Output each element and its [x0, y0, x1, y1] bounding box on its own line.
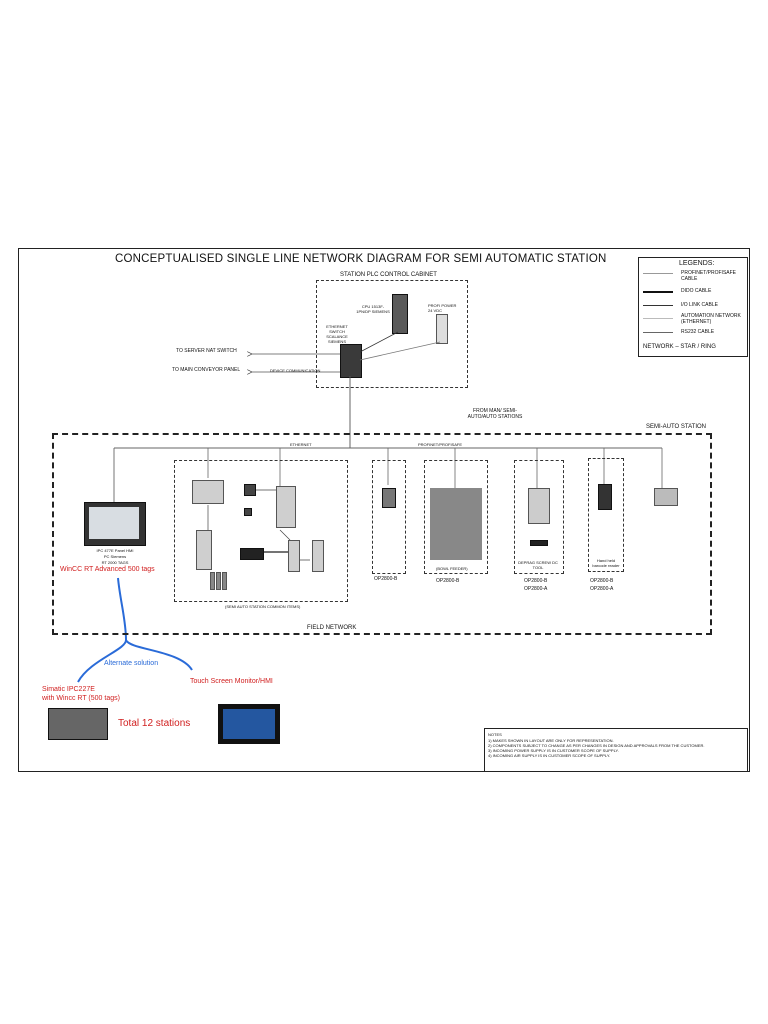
simatic-ipc-image — [48, 708, 108, 740]
semi-auto-station-label: SEMI-AUTO STATION — [646, 424, 707, 430]
legend-line-automation — [643, 318, 673, 319]
hmi-line1: IPC 477E Panel HMI — [96, 548, 134, 553]
op1-box — [372, 460, 406, 574]
io-block-1 — [192, 480, 224, 504]
power-supply-module — [436, 314, 448, 344]
note-2: 2) COMPONENTS SUBJECT TO CHANGE AS PER C… — [488, 743, 705, 748]
cpu-label: CPU 1513F-1PN/DP SIEMENS — [356, 304, 390, 314]
screw-controller — [528, 488, 550, 524]
profinet-label: PROFINET/PROFISAFE — [418, 442, 463, 447]
op4-label-b: OP2800-B — [590, 578, 614, 584]
field-network-label: FIELD NETWORK — [307, 625, 357, 631]
stack-light-1 — [210, 572, 215, 590]
legend-line-iolink — [643, 305, 673, 306]
io-block-5 — [312, 540, 324, 572]
op2-box — [424, 460, 488, 574]
op3-caption: DEPRAG SCREW DC TOOL — [518, 560, 558, 570]
camera-icon — [244, 484, 256, 496]
legend-item-profinet: PROFINET/PROFISAFE CABLE — [681, 270, 737, 282]
device-comm-label: DEVICE COMMUNICATION — [270, 368, 321, 373]
stack-light-2 — [216, 572, 221, 590]
screw-tool — [530, 540, 548, 546]
server-switch-label: TO SERVER NAT SWITCH — [176, 348, 237, 354]
wincc-label: WinCC RT Advanced 500 tags — [60, 566, 155, 573]
legend-network: NETWORK – STAR / RING — [643, 344, 716, 350]
bowl-feeder-image — [430, 488, 482, 560]
op4-label-a: OP2800-A — [590, 586, 614, 592]
note-3: 3) INCOMING POWER SUPPLY IS IN CUSTOMER … — [488, 748, 619, 753]
plc-cpu-module — [392, 294, 408, 334]
common-items-box — [174, 460, 348, 602]
common-items-label: (SEMI AUTO STATION COMMON ITEMS) — [225, 604, 301, 609]
notes-box: NOTES 1) MAKES SHOWN IN LAYOUT ARE ONLY … — [484, 728, 748, 772]
legend-line-dido — [643, 291, 673, 293]
power-supply-label: PROFI POWER 24 VDC — [428, 303, 457, 313]
legend-line-profinet — [643, 273, 673, 274]
op1-label: OP2800-B — [374, 576, 398, 582]
hmi-line2: PC Siemens — [103, 554, 127, 559]
op2-label: OP2800-B — [436, 578, 460, 584]
plc-cabinet-label: STATION PLC CONTROL CABINET — [338, 272, 439, 279]
sensor-icon — [244, 508, 252, 516]
semi-auto-station-boundary — [52, 433, 712, 635]
io-block-2 — [196, 530, 212, 570]
hmi-screen — [89, 507, 139, 539]
diagram-title: CONCEPTUALISED SINGLE LINE NETWORK DIAGR… — [115, 253, 607, 265]
hmi-panel — [84, 502, 146, 546]
legend-box: LEGENDS: PROFINET/PROFISAFE CABLE DIDO C… — [638, 257, 748, 357]
switch-label: ETHERNET SWITCH SCALANCE SIEMENS — [326, 324, 348, 344]
diagram-sheet — [18, 248, 750, 772]
simatic-label-2: with Wincc RT (500 tags) — [42, 695, 120, 702]
legend-line-rs232 — [643, 332, 673, 333]
hmi-line3: RT 2000 TAGS — [101, 560, 129, 565]
touch-screen-display — [223, 709, 275, 739]
op3-label-b: OP2800-B — [524, 578, 548, 584]
touch-screen-label: Touch Screen Monitor/HMI — [190, 678, 273, 685]
plc-control-cabinet — [316, 280, 468, 388]
estop-device — [382, 488, 396, 508]
barcode-reader — [598, 484, 612, 510]
op4-caption: Hand held barcode reader — [592, 558, 620, 568]
legend-item-iolink: I/O LINK CABLE — [681, 302, 718, 308]
op3-box — [514, 460, 564, 574]
op4-box — [588, 458, 624, 572]
alternate-solution-label: Alternate solution — [104, 660, 159, 667]
legend-item-dido: DIDO CABLE — [681, 288, 712, 294]
op2-caption: (BOWL FEEDER) — [436, 566, 468, 571]
notes-title: NOTES — [488, 732, 502, 737]
printer-device — [654, 488, 678, 506]
op3-label-a: OP2800-A — [524, 586, 548, 592]
conveyor-label: TO MAIN CONVEYOR PANEL — [172, 367, 241, 373]
io-block-4 — [288, 540, 300, 572]
total-stations-label: Total 12 stations — [118, 718, 191, 729]
touch-screen-image — [218, 704, 280, 744]
stack-light-3 — [222, 572, 227, 590]
note-1: 1) MAKES SHOWN IN LAYOUT ARE ONLY FOR RE… — [488, 738, 614, 743]
note-4: 4) INCOMING AIR SUPPLY IS IN CUSTOMER SC… — [488, 753, 611, 758]
ethernet-switch — [340, 344, 362, 378]
relay-module — [240, 548, 264, 560]
from-stations-label: FROM MAN/ SEMI-AUTO/AUTO STATIONS — [467, 408, 523, 420]
legend-item-rs232: RS232 CABLE — [681, 329, 715, 335]
io-block-3 — [276, 486, 296, 528]
simatic-label-1: Simatic IPC227E — [42, 686, 95, 693]
ethernet-label: ETHERNET — [290, 442, 312, 447]
legend-title: LEGENDS: — [679, 260, 715, 267]
legend-item-automation: AUTOMATION NETWORK (ETHERNET) — [681, 313, 741, 325]
